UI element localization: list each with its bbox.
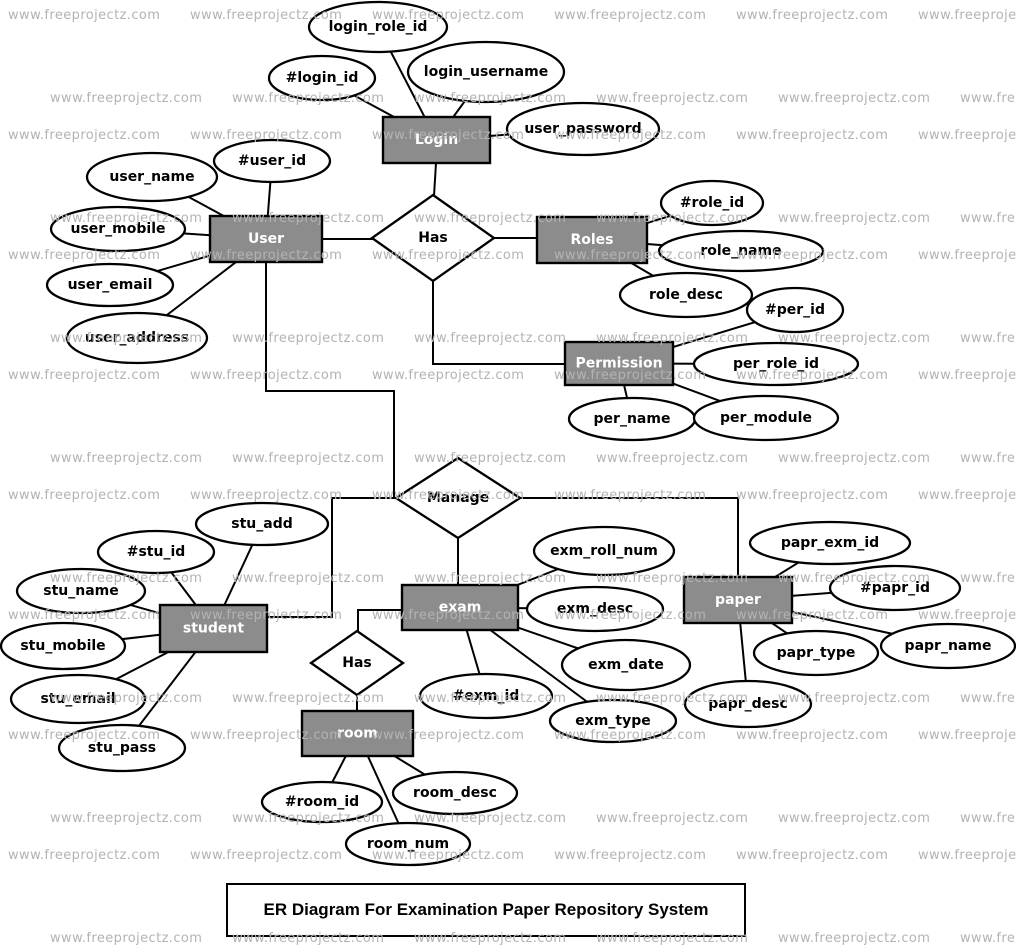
attribute-role_desc xyxy=(618,271,754,319)
attribute-label-papr_id: #papr_id xyxy=(860,580,930,596)
relationship-label-has-user-roles: Has xyxy=(418,230,448,246)
attribute-papr_type xyxy=(752,629,880,677)
entity-label-paper: paper xyxy=(715,592,761,608)
attribute-room_id xyxy=(260,780,384,824)
attribute-stu_id xyxy=(96,529,216,575)
attribute-stu_email xyxy=(9,673,147,725)
attribute-label-user_password: user_password xyxy=(524,121,641,137)
attribute-label-room_num: room_num xyxy=(367,836,449,852)
title-box: ER Diagram For Examination Paper Reposit… xyxy=(226,883,746,937)
relationship-label-manage: Manage xyxy=(427,490,489,506)
attribute-label-room_id: #room_id xyxy=(285,794,359,810)
entity-student xyxy=(158,603,269,654)
attribute-user_mobile xyxy=(49,205,187,253)
attribute-user_name xyxy=(85,151,219,203)
attribute-label-role_id: #role_id xyxy=(680,195,744,211)
relationship-label-has-student-room: Has xyxy=(342,655,372,671)
link-student-manage xyxy=(267,497,397,618)
entity-paper xyxy=(682,575,794,625)
attribute-label-user_id: #user_id xyxy=(238,153,306,169)
attribute-label-exm_id: #exm_id xyxy=(453,688,520,704)
attribute-label-papr_exm_id: papr_exm_id xyxy=(781,535,879,551)
attribute-label-per_name: per_name xyxy=(594,411,671,427)
attribute-role_id xyxy=(659,179,765,227)
attribute-login_role_id xyxy=(307,0,449,54)
entity-label-room: room xyxy=(337,726,378,742)
attribute-per_module xyxy=(692,394,840,442)
attribute-user_id xyxy=(212,138,332,184)
attribute-room_num xyxy=(344,821,472,867)
attribute-exm_roll_num xyxy=(532,525,676,577)
entity-label-roles: Roles xyxy=(570,232,613,248)
attribute-user_password xyxy=(505,101,661,157)
link-manage-paper xyxy=(519,497,739,577)
relationship-has-student-room xyxy=(308,629,406,697)
attribute-label-stu_name: stu_name xyxy=(43,583,119,599)
link-has-permission xyxy=(432,280,565,365)
attribute-stu_add xyxy=(194,501,330,547)
attribute-papr_id xyxy=(828,564,962,612)
attribute-label-papr_desc: papr_desc xyxy=(708,696,788,712)
link-login-has xyxy=(433,162,437,197)
attribute-label-login_id: #login_id xyxy=(286,70,359,86)
attribute-label-stu_add: stu_add xyxy=(231,516,292,532)
attribute-exm_desc xyxy=(525,585,665,633)
attribute-exm_type xyxy=(548,698,678,744)
attribute-stu_name xyxy=(15,567,147,615)
entity-label-login: Login xyxy=(415,132,458,148)
entity-label-user: User xyxy=(248,231,284,247)
attribute-papr_name xyxy=(879,622,1016,670)
attribute-label-exm_date: exm_date xyxy=(588,657,664,673)
attribute-label-stu_email: stu_email xyxy=(40,691,115,707)
entity-user xyxy=(208,214,324,264)
entity-label-student: student xyxy=(183,621,244,637)
attribute-label-exm_desc: exm_desc xyxy=(557,601,633,617)
attribute-label-papr_type: papr_type xyxy=(777,645,856,661)
attribute-label-login_role_id: login_role_id xyxy=(329,19,428,35)
entity-label-permission: Permission xyxy=(575,356,662,372)
attribute-stu_mobile xyxy=(0,621,127,671)
attribute-label-per_module: per_module xyxy=(720,410,812,426)
attribute-label-stu_id: #stu_id xyxy=(127,544,186,560)
attribute-label-role_desc: role_desc xyxy=(649,287,723,303)
attribute-label-exm_roll_num: exm_roll_num xyxy=(550,543,658,559)
attribute-room_desc xyxy=(391,770,519,816)
entity-permission xyxy=(563,340,675,387)
attribute-label-room_desc: room_desc xyxy=(413,785,497,801)
attribute-label-role_name: role_name xyxy=(700,243,781,259)
attribute-label-per_role_id: per_role_id xyxy=(733,356,819,372)
attribute-login_id xyxy=(267,54,377,102)
attribute-role_name xyxy=(657,229,825,273)
entity-exam xyxy=(400,583,520,632)
entity-room xyxy=(300,709,415,758)
attribute-login_username xyxy=(406,40,566,104)
attribute-per_role_id xyxy=(692,341,860,387)
attribute-user_email xyxy=(45,262,175,308)
entity-login xyxy=(381,115,492,165)
relationship-manage xyxy=(393,456,523,540)
link-user-manage xyxy=(265,262,397,499)
relationship-has-user-roles xyxy=(370,193,496,283)
attribute-label-user_email: user_email xyxy=(68,277,153,293)
attribute-per_id xyxy=(745,286,845,334)
entity-label-exam: exam xyxy=(439,600,482,616)
attribute-label-exm_type: exm_type xyxy=(575,713,650,729)
entity-roles xyxy=(535,215,649,265)
attribute-papr_desc xyxy=(683,679,813,729)
attribute-user_address xyxy=(65,311,209,365)
attribute-exm_date xyxy=(560,638,692,692)
attribute-label-user_address: user_address xyxy=(85,330,189,346)
attribute-label-login_username: login_username xyxy=(424,64,548,80)
attribute-label-stu_mobile: stu_mobile xyxy=(20,638,105,654)
link-exam-has2 xyxy=(357,609,402,632)
attribute-label-per_id: #per_id xyxy=(765,302,825,318)
attribute-papr_exm_id xyxy=(748,520,912,566)
attribute-label-stu_pass: stu_pass xyxy=(88,740,156,756)
attribute-label-user_name: user_name xyxy=(109,169,194,185)
attribute-exm_id xyxy=(418,672,554,720)
diagram-title: ER Diagram For Examination Paper Reposit… xyxy=(263,900,709,919)
attribute-stu_pass xyxy=(57,723,187,773)
attribute-label-papr_name: papr_name xyxy=(905,638,992,654)
attribute-label-user_mobile: user_mobile xyxy=(70,221,165,237)
